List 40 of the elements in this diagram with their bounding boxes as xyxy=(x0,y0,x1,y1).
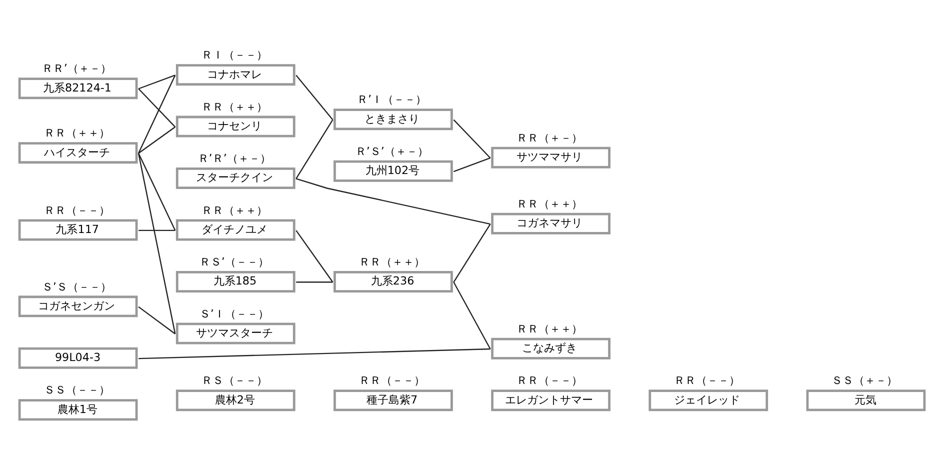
node-label: ＲＲ（＋＋） xyxy=(516,322,583,336)
node-label: ＲＳ’（－－） xyxy=(199,256,269,269)
connector xyxy=(453,157,491,172)
node-label: ＲＲ（－－） xyxy=(674,374,740,388)
node-label: Ｒ’Ｓ’（＋－） xyxy=(355,144,428,158)
node-label: ＲＲ（＋－） xyxy=(516,131,583,144)
node-label: ＲＲ（－－） xyxy=(44,204,110,217)
node-label: Ｒ’Ｉ（－－） xyxy=(356,93,427,106)
connector xyxy=(138,152,176,231)
connector xyxy=(138,126,176,154)
node-label: ＲＲ’（＋－） xyxy=(42,62,112,76)
connector xyxy=(296,178,490,225)
node-label: ＲＩ（－－） xyxy=(201,48,268,62)
connector xyxy=(296,230,334,282)
connector xyxy=(138,348,490,360)
node-label: ＲＲ（－－） xyxy=(516,374,583,388)
node-label: ＲＲ（－－） xyxy=(358,374,425,388)
connector xyxy=(453,282,491,350)
connector xyxy=(138,153,176,334)
connector xyxy=(138,306,176,334)
node-label: Ｓ’Ｉ（－－） xyxy=(199,307,269,320)
node-label: ＲＳ（－－） xyxy=(201,374,268,388)
node-label: ＲＲ（＋＋） xyxy=(44,126,110,140)
connector xyxy=(138,74,176,90)
connector xyxy=(453,224,491,282)
node-label: Ｒ’Ｒ’（＋－） xyxy=(198,152,271,166)
connector xyxy=(138,230,176,232)
connector xyxy=(138,74,176,154)
node-label: ＲＲ（＋＋） xyxy=(201,100,268,114)
node-label: ＲＲ（＋＋） xyxy=(358,256,425,269)
node-label: ＳＳ（－－） xyxy=(44,384,110,397)
node-label: ＲＲ（＋＋） xyxy=(516,197,583,210)
connector xyxy=(453,119,491,158)
node-label: ＳＳ（＋－） xyxy=(832,374,898,388)
connector xyxy=(296,119,334,179)
node-label: ＲＲ（＋＋） xyxy=(201,204,268,217)
connector xyxy=(296,74,334,120)
node-label: Ｓ’Ｓ（－－） xyxy=(42,280,112,294)
connector xyxy=(296,282,333,283)
connector xyxy=(138,88,176,128)
